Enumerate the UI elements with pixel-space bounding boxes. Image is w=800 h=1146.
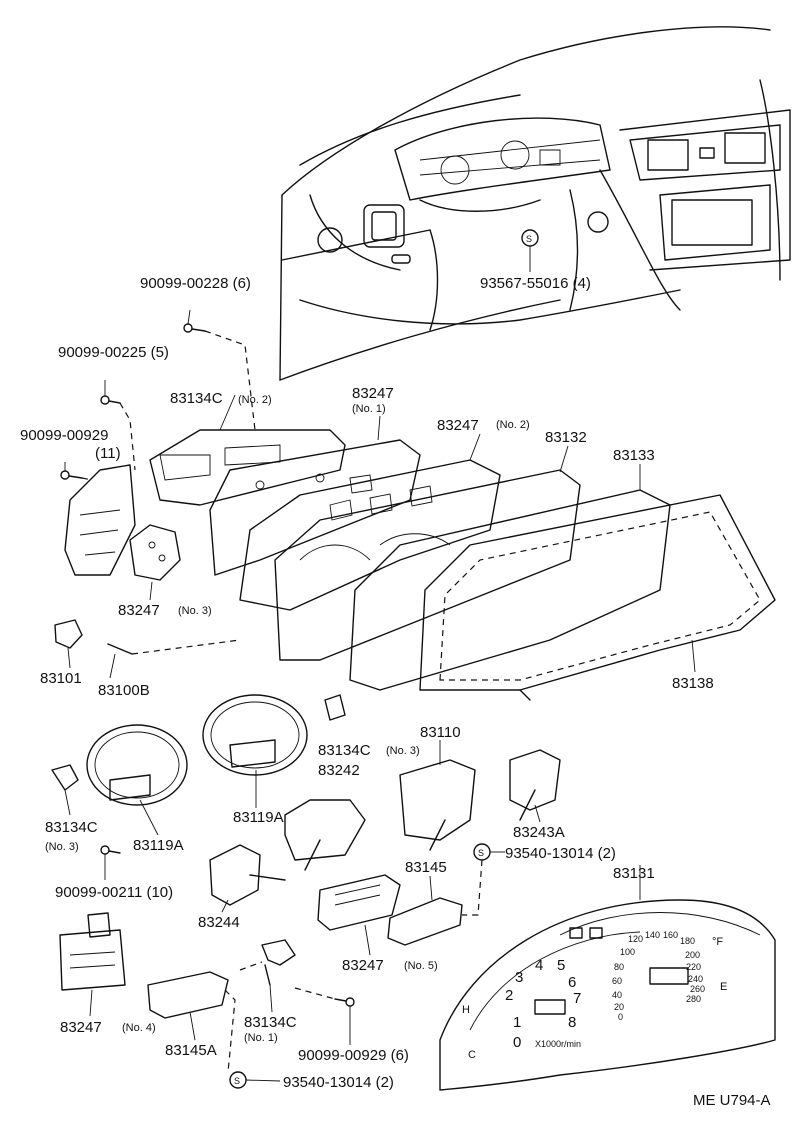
svg-text:S: S bbox=[526, 234, 532, 244]
temp-tick-100: 100 bbox=[620, 947, 635, 957]
label-83247-no4-sub: (No. 4) bbox=[122, 1022, 156, 1034]
speed-tick-3: 3 bbox=[515, 969, 523, 986]
label-83247-no1-sub: (No. 1) bbox=[352, 403, 386, 415]
label-83134C-no3-a: 83134C bbox=[318, 742, 371, 759]
label-83247-no4: 83247 bbox=[60, 1019, 102, 1036]
label-83131: 83131 bbox=[613, 865, 655, 882]
label-83247-no2-sub: (No. 2) bbox=[496, 419, 530, 431]
temp-tick-140: 140 bbox=[645, 930, 660, 940]
label-83247-no5-sub: (No. 5) bbox=[404, 960, 438, 972]
cluster-exploded-view bbox=[54, 323, 776, 701]
label-83134C-no3-b: 83134C bbox=[45, 819, 98, 836]
svg-text:S: S bbox=[478, 848, 484, 858]
label-93540-13014-a: 93540-13014 (2) bbox=[505, 845, 616, 862]
dial-c: C bbox=[468, 1049, 476, 1061]
label-83247-no3: 83247 bbox=[118, 602, 160, 619]
leader-lines bbox=[64, 246, 696, 1082]
label-83247-no3-sub: (No. 3) bbox=[178, 605, 212, 617]
label-83110: 83110 bbox=[420, 724, 461, 741]
label-83133: 83133 bbox=[613, 447, 655, 464]
temp-tick-160: 160 bbox=[663, 930, 678, 940]
temp-tick-280: 280 bbox=[686, 994, 701, 1004]
dial-e: E bbox=[720, 981, 727, 993]
temp-tick-180: 180 bbox=[680, 936, 695, 946]
label-83247-no1: 83247 bbox=[352, 385, 394, 402]
label-83119A-b: 83119A bbox=[133, 837, 184, 854]
label-83134C-no2-sub: (No. 2) bbox=[238, 394, 272, 406]
label-83134C-no1-sub: (No. 1) bbox=[244, 1032, 278, 1044]
diagram-code: ME U794-A bbox=[693, 1092, 771, 1109]
label-90099-00225: 90099-00225 (5) bbox=[58, 344, 169, 361]
label-83134C-no3-a-sub: (No. 3) bbox=[386, 745, 420, 757]
temp-tick-200: 200 bbox=[685, 950, 700, 960]
label-90099-00929-b: 90099-00929 (6) bbox=[298, 1047, 409, 1064]
temp-tick-40: 40 bbox=[612, 990, 622, 1000]
speed-tick-5: 5 bbox=[557, 957, 565, 974]
label-83138: 83138 bbox=[672, 675, 714, 692]
label-83145A: 83145A bbox=[165, 1042, 217, 1059]
label-90099-00929-a: 90099-00929 bbox=[20, 427, 108, 444]
label-83134C-no3-b-sub: (No. 3) bbox=[45, 841, 79, 853]
lower-parts bbox=[51, 229, 561, 1089]
speed-tick-8: 8 bbox=[568, 1014, 576, 1031]
label-93567-55016: 93567-55016 (4) bbox=[480, 275, 591, 292]
label-90099-00228: 90099-00228 (6) bbox=[140, 275, 251, 292]
label-83145: 83145 bbox=[405, 859, 447, 876]
meter-dial-face bbox=[439, 899, 776, 1091]
label-93540-13014-b: 93540-13014 (2) bbox=[283, 1074, 394, 1091]
label-83101: 83101 bbox=[40, 670, 82, 687]
label-83132: 83132 bbox=[545, 429, 587, 446]
dashboard-illustration bbox=[279, 26, 791, 381]
temp-tick-20: 20 bbox=[614, 1002, 624, 1012]
speed-tick-4: 4 bbox=[535, 957, 543, 974]
label-83134C-no1: 83134C bbox=[244, 1014, 297, 1031]
label-90099-00929-a-qty: (11) bbox=[95, 445, 121, 462]
dial-numerals: 0 1 2 3 4 5 6 7 8 0 20 40 60 80 100 120 … bbox=[462, 930, 727, 1061]
temp-tick-240: 240 bbox=[688, 974, 703, 984]
label-83243A: 83243A bbox=[513, 824, 565, 841]
label-83247-no5: 83247 bbox=[342, 957, 384, 974]
temp-unit: °F bbox=[712, 936, 723, 948]
speed-tick-7: 7 bbox=[573, 990, 581, 1007]
temp-tick-220: 220 bbox=[686, 962, 701, 972]
temp-tick-260: 260 bbox=[690, 984, 705, 994]
temp-tick-60: 60 bbox=[612, 976, 622, 986]
s-marks: S S S bbox=[234, 234, 532, 1086]
temp-tick-120: 120 bbox=[628, 934, 643, 944]
speed-tick-0: 0 bbox=[513, 1034, 521, 1051]
label-83242: 83242 bbox=[318, 762, 360, 779]
speed-tick-2: 2 bbox=[505, 987, 513, 1004]
part-labels: 93567-55016 (4) 90099-00228 (6) 90099-00… bbox=[20, 275, 771, 1109]
label-83247-no2: 83247 bbox=[437, 417, 479, 434]
temp-tick-80: 80 bbox=[614, 962, 624, 972]
speed-tick-1: 1 bbox=[513, 1014, 521, 1031]
dial-h: H bbox=[462, 1004, 470, 1016]
label-83100B: 83100B bbox=[98, 682, 150, 699]
svg-text:S: S bbox=[234, 1076, 240, 1086]
label-83134C-no2: 83134C bbox=[170, 390, 223, 407]
dial-x1000: X1000r/min bbox=[535, 1039, 581, 1049]
label-83119A-a: 83119A bbox=[233, 809, 284, 826]
temp-tick-0: 0 bbox=[618, 1012, 623, 1022]
label-90099-00211: 90099-00211 (10) bbox=[55, 884, 173, 901]
speed-tick-6: 6 bbox=[568, 974, 576, 991]
label-83244: 83244 bbox=[198, 914, 240, 931]
